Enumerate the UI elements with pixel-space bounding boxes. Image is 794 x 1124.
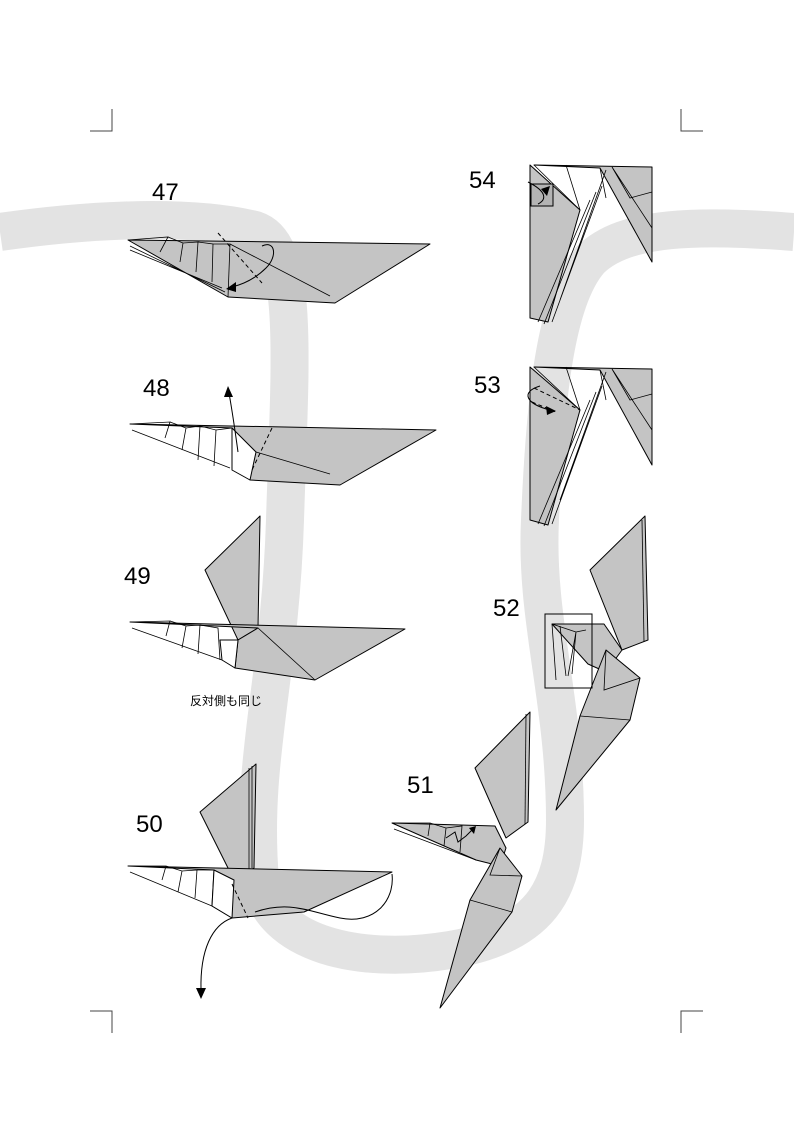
step-48: 48 — [129, 375, 437, 486]
flap-lines — [537, 371, 607, 527]
arrow-head — [196, 988, 206, 999]
top-creases — [533, 366, 653, 431]
inner-flap-line — [255, 451, 331, 475]
step-number-51: 51 — [407, 772, 434, 799]
tail-crease — [469, 847, 523, 913]
edge-line — [229, 243, 331, 297]
wing — [204, 515, 261, 641]
wing — [589, 515, 649, 651]
crop-mark-bottom-left — [90, 1010, 113, 1033]
wing — [474, 711, 531, 839]
fold-line — [251, 427, 273, 471]
arrow-head — [469, 826, 476, 834]
turn-arrow — [254, 873, 393, 920]
head-top — [533, 366, 653, 466]
detail-square — [530, 183, 554, 207]
wing-edge — [524, 713, 527, 825]
model-body — [129, 621, 406, 681]
arrow-head — [224, 386, 233, 397]
head-top — [533, 164, 653, 263]
top-creases — [533, 164, 653, 229]
crop-marks — [90, 109, 703, 1033]
step-49: 49 反対側も同じ — [124, 515, 406, 708]
model-body — [127, 239, 431, 304]
flow-band — [0, 201, 794, 974]
flap-lines — [537, 169, 607, 325]
same-on-other-side-note: 反対側も同じ — [190, 694, 262, 708]
wing-edge — [641, 519, 645, 643]
model-body — [391, 822, 507, 867]
pleats — [392, 822, 477, 861]
step-number-48: 48 — [143, 375, 170, 402]
step-47: 47 — [127, 179, 431, 304]
pleats — [129, 421, 233, 470]
fold-line — [231, 883, 249, 919]
tail — [439, 847, 523, 1009]
step-number-50: 50 — [136, 811, 163, 838]
tail — [555, 649, 641, 811]
tail-crease — [579, 649, 641, 721]
lift-arrow — [228, 392, 239, 453]
wing — [199, 763, 257, 881]
step-number-52: 52 — [493, 595, 520, 622]
head-pleats — [551, 623, 587, 681]
step-53: 53 — [474, 366, 653, 527]
open-pocket — [219, 639, 239, 669]
fold-arrow — [527, 181, 545, 205]
pleats — [129, 620, 316, 681]
fold-arrow — [231, 244, 274, 288]
arrow-head — [541, 186, 550, 196]
wing-edge — [248, 766, 253, 870]
head-flaps — [529, 366, 581, 526]
zoom-box — [544, 613, 593, 689]
down-arrow — [200, 917, 233, 991]
zigzag-arrow — [445, 829, 473, 843]
step-52: 52 — [493, 515, 649, 811]
crop-mark-bottom-right — [680, 1010, 703, 1033]
arrow-head — [226, 282, 236, 292]
crop-mark-top-left — [90, 109, 113, 132]
step-number-47: 47 — [152, 179, 179, 206]
step-54: 54 — [469, 164, 653, 325]
crop-mark-top-right — [680, 109, 703, 132]
step-number-54: 54 — [469, 167, 496, 194]
step-number-49: 49 — [124, 563, 151, 590]
fold-arrow — [527, 385, 551, 411]
pleats — [128, 865, 214, 907]
step-51: 51 — [391, 711, 531, 1009]
step-number-53: 53 — [474, 372, 501, 399]
arrow-head — [546, 406, 556, 415]
step-50: 50 — [127, 763, 393, 999]
model-body — [129, 423, 437, 486]
